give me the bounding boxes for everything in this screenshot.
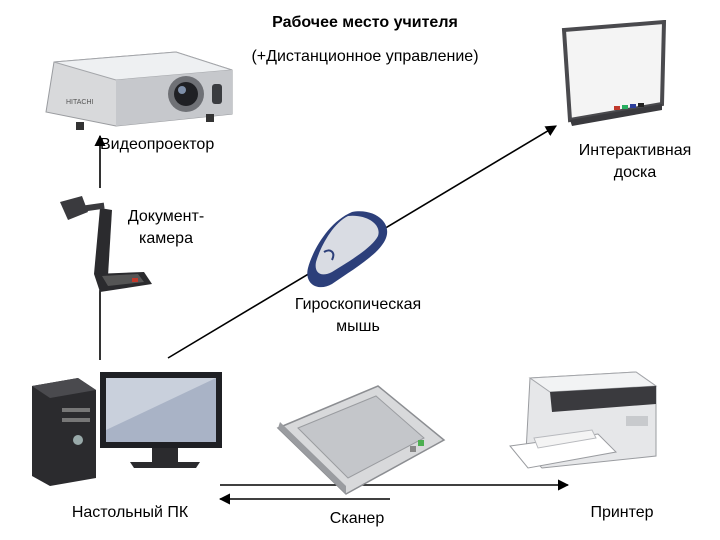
projector-brand: HITACHI [66,99,94,106]
diagram-title: Рабочее место учителя [272,14,458,31]
diagram-subtitle: (+Дистанционное управление) [251,48,479,65]
printer-label: Принтер [590,504,654,521]
doc-camera-label: Документ- камера [127,208,205,247]
document-camera-icon [60,196,152,292]
board-label: Интерактивная доска [578,142,692,181]
projector-icon: HITACHI [45,51,233,130]
mouse-label: Гироскопическая мышь [294,296,422,335]
pc-label: Настольный ПК [71,504,189,521]
interactive-board-icon [561,20,667,126]
desktop-pc-icon [32,372,222,486]
printer-icon [509,371,658,469]
gyroscopic-mouse-icon [307,211,388,288]
scanner-icon [276,385,446,495]
scanner-label: Сканер [329,510,385,527]
projector-label: Видеопроектор [100,136,215,153]
